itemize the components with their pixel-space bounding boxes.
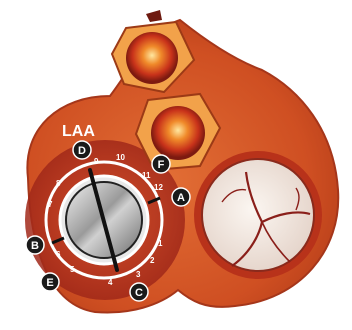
marker-d: D bbox=[73, 141, 91, 159]
dial-number: 2 bbox=[150, 256, 155, 265]
svg-text:F: F bbox=[158, 159, 165, 171]
dial-number: 12 bbox=[154, 183, 163, 192]
vessel-top-tab bbox=[146, 10, 162, 22]
dial-number: 10 bbox=[116, 153, 125, 162]
svg-text:C: C bbox=[135, 287, 143, 299]
dial-number: 3 bbox=[136, 270, 141, 279]
marker-f: F bbox=[152, 155, 170, 173]
dial-number: 11 bbox=[142, 171, 151, 180]
svg-text:E: E bbox=[46, 277, 53, 289]
laa-label: LAA bbox=[62, 123, 95, 140]
svg-text:A: A bbox=[177, 192, 185, 204]
valve bbox=[194, 151, 322, 279]
marker-b: B bbox=[26, 236, 44, 254]
dial-number: 5 bbox=[70, 265, 75, 274]
dial-number: 4 bbox=[108, 278, 113, 287]
marker-a: A bbox=[172, 188, 190, 206]
marker-c: C bbox=[130, 283, 148, 301]
dial-number: 7 bbox=[48, 200, 53, 209]
dial-number: 6 bbox=[56, 250, 61, 259]
svg-text:D: D bbox=[78, 145, 86, 157]
dial-number: 1 bbox=[158, 239, 163, 248]
dial-number: 8 bbox=[56, 179, 61, 188]
dial-number: 9 bbox=[94, 157, 99, 166]
marker-e: E bbox=[41, 273, 59, 291]
svg-text:B: B bbox=[31, 240, 39, 252]
